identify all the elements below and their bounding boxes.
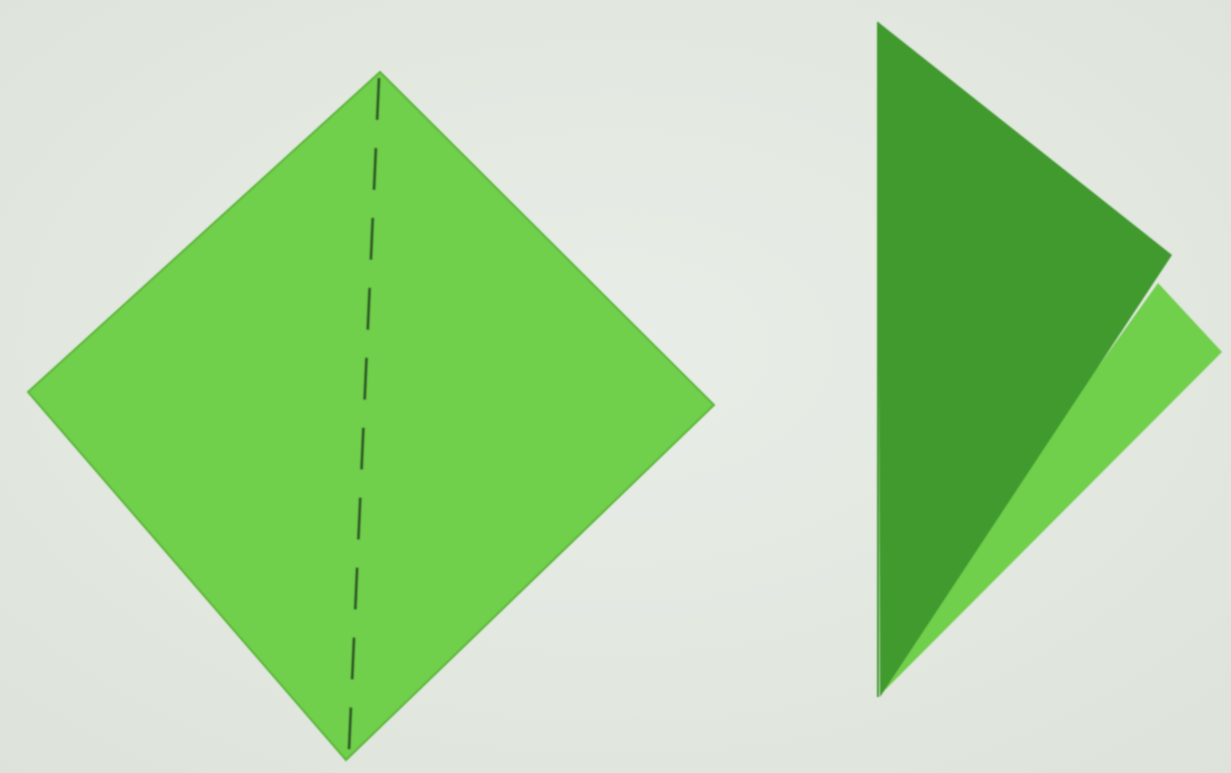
photo-canvas	[0, 0, 1231, 773]
origami-photo	[0, 0, 1231, 773]
